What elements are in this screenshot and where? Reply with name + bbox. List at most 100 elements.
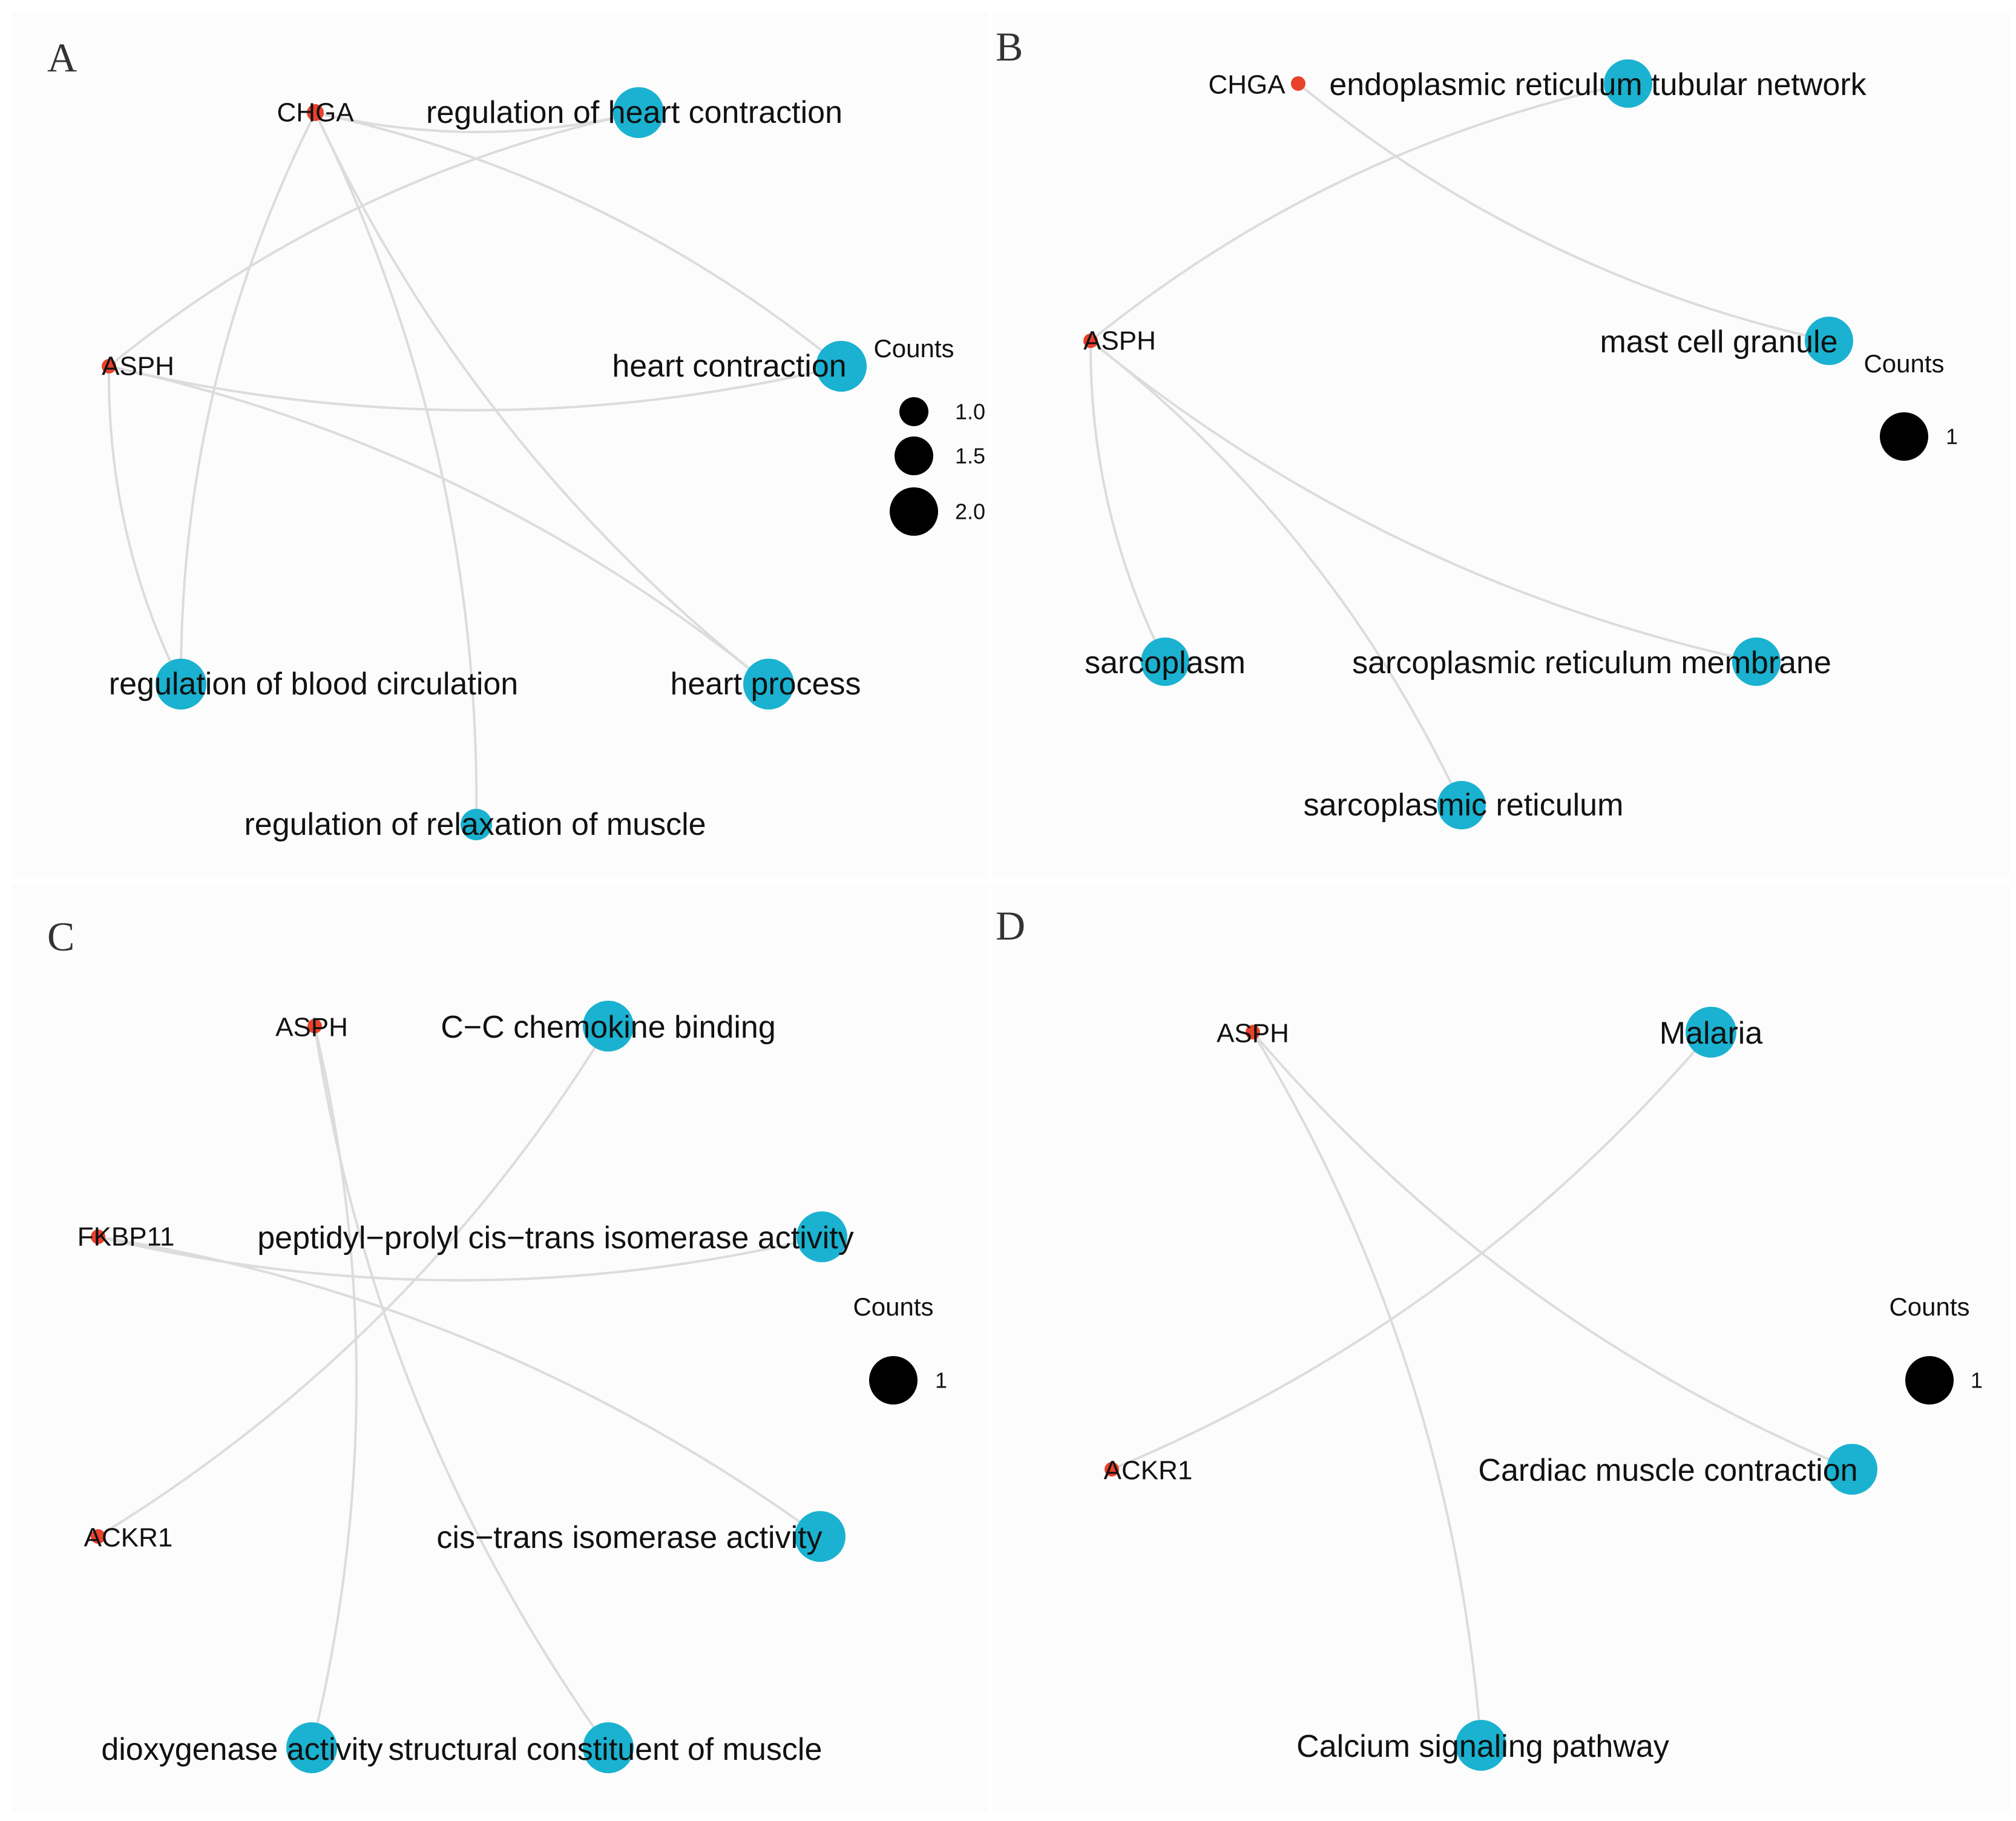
gene-label: CHGA: [1208, 70, 1285, 100]
panel-letter: C: [47, 914, 74, 960]
legend-size-dot: [1880, 412, 1928, 461]
gene-node: [91, 1230, 105, 1244]
gene-label: ASPH: [275, 1013, 348, 1042]
gene-node: [307, 1019, 322, 1033]
gene-node: [91, 1529, 105, 1544]
network-edge: [314, 112, 478, 825]
term-label: heart contraction: [612, 349, 846, 384]
edges: [97, 1025, 822, 1749]
term-label: C−C chemokine binding: [441, 1010, 776, 1045]
term-node: [583, 1722, 634, 1773]
network-edge: [1089, 340, 1463, 806]
term-node: [1805, 317, 1853, 365]
legend-value: 1: [1946, 424, 1958, 449]
term-node: [1141, 637, 1189, 686]
term-node: [796, 1211, 847, 1262]
term-label: heart process: [670, 667, 861, 702]
term-label: mast cell granule: [1600, 324, 1837, 360]
counts-legend: Counts 1: [853, 1292, 947, 1404]
gene-label: ASPH: [1083, 326, 1156, 356]
gene-node: [1083, 334, 1098, 348]
term-node: [461, 809, 492, 840]
gene-node: [102, 359, 116, 374]
network-edge: [97, 1236, 821, 1538]
legend-size-dot: [899, 397, 928, 426]
edges: [1111, 1031, 1853, 1746]
legend-value: 1.0: [955, 400, 985, 424]
legend-size-dot: [890, 487, 938, 536]
network-edge: [1252, 1031, 1853, 1470]
gene-label: ACKR1: [1104, 1456, 1193, 1486]
gene-node: [1291, 76, 1305, 91]
term-node: [286, 1722, 337, 1773]
term-node: [743, 659, 794, 710]
term-node: [816, 341, 867, 392]
network-edge: [179, 112, 317, 685]
term-label: Cardiac muscle contraction: [1478, 1453, 1857, 1488]
gene-label: CHGA: [277, 98, 354, 128]
network-edge: [1089, 340, 1166, 662]
term-label: structural constituent of muscle: [389, 1732, 822, 1767]
network-edge: [97, 1236, 822, 1282]
term-label: sarcoplasm: [1085, 645, 1246, 680]
gene-label: ASPH: [1216, 1019, 1289, 1049]
edges: [107, 111, 842, 825]
network-edge: [314, 112, 770, 685]
term-label: peptidyl−prolyl cis−trans isomerase acti…: [257, 1220, 854, 1256]
legend-title: Counts: [1889, 1292, 1969, 1321]
legend-size-dot: [1905, 1356, 1954, 1404]
network-edge: [1297, 82, 1830, 342]
panel-letter: D: [996, 903, 1025, 949]
term-node: [583, 1001, 634, 1052]
network-edge: [107, 366, 182, 685]
gene-node: [307, 104, 324, 121]
legend-value: 1: [935, 1368, 947, 1393]
term-node: [1732, 637, 1781, 686]
term-label: regulation of blood circulation: [109, 667, 518, 702]
term-label: regulation of relaxation of muscle: [244, 807, 706, 842]
term-label: Malaria: [1660, 1016, 1763, 1051]
network-edge: [97, 1025, 609, 1538]
legend-size-dot: [895, 436, 933, 475]
gene-label: ASPH: [102, 352, 174, 381]
term-node: [1827, 1444, 1877, 1495]
network-edge: [108, 365, 842, 412]
term-node: [795, 1511, 845, 1562]
panel-background: [12, 12, 988, 878]
term-label: Calcium signaling pathway: [1296, 1729, 1669, 1764]
term-node: [156, 659, 206, 710]
panel-c: C C−C chemokine binding peptidyl−prolyl ci…: [12, 885, 988, 1811]
network-edge: [108, 365, 770, 685]
term-label: regulation of heart contraction: [426, 95, 842, 130]
term-label: cis−trans isomerase activity: [436, 1520, 822, 1555]
network-edge: [1111, 1031, 1712, 1470]
term-node: [613, 87, 664, 138]
term-label: sarcoplasmic reticulum: [1304, 788, 1624, 823]
term-node: [1437, 781, 1486, 829]
legend-value: 1.5: [955, 444, 985, 469]
panel-background: [993, 12, 2009, 878]
network-edge: [1089, 340, 1757, 663]
term-node: [1604, 59, 1652, 108]
gene-node: [1105, 1462, 1119, 1477]
panel-background: [12, 885, 988, 1811]
gene-label: ACKR1: [84, 1523, 173, 1553]
panel-letter: A: [47, 35, 77, 81]
panel-background: [993, 885, 2009, 1811]
gene-label: FKBP11: [77, 1222, 175, 1252]
legend-size-dot: [869, 1356, 918, 1404]
legend-value: 2.0: [955, 499, 985, 524]
term-label: endoplasmic reticulum tubular network: [1329, 67, 1867, 102]
legend-title: Counts: [853, 1292, 933, 1321]
panel-letter: B: [996, 24, 1023, 70]
term-label: dioxygenase activity: [101, 1732, 383, 1767]
term-node: [1456, 1720, 1506, 1771]
network-edge: [315, 111, 842, 367]
term-node: [1686, 1007, 1736, 1058]
network-edge: [108, 111, 639, 367]
